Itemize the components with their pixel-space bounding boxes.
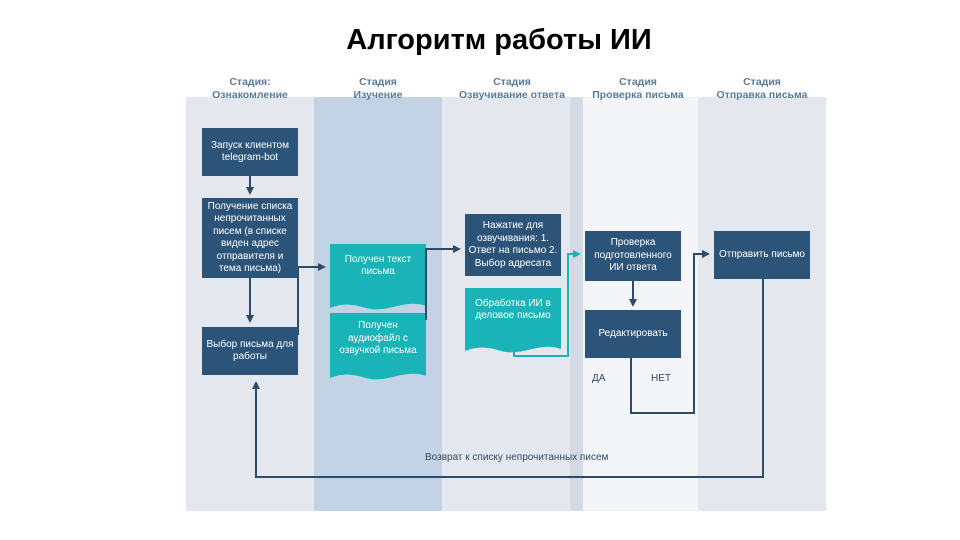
stage-header-send: Стадия Отправка письма [698,76,826,102]
doc-ai-processing: Обработка ИИ в деловое письмо [475,297,551,322]
arrow-choose-to-text [297,263,326,335]
stage-header-voicing: Стадия Озвучивание ответа [442,76,582,102]
arrow-return-to-list [252,279,764,478]
doc-shape-ai-processing [465,288,561,353]
doc-shape-text-received [330,244,426,310]
stage-header-line: Стадия [619,76,657,88]
doc-text-received: Получен текст письма [344,253,412,278]
stage-header-name: Изучение [353,89,403,101]
label-yes: ДА [592,373,606,384]
arrow-docs-to-voice [425,245,461,296]
node-choose-letter: Выбор письма для работы [202,327,298,375]
stage-header-name: Озвучивание ответа [459,89,565,101]
stage-header-line: Стадия: [229,76,271,88]
node-voice-press: Нажатие для озвучивания: 1. Ответ на пис… [465,214,561,276]
stage-header-check: Стадия Проверка письма [578,76,698,102]
stage-header-name: Ознакомление [212,89,288,101]
lane-separator [570,97,583,511]
arrow-no-to-send [630,250,710,414]
lane-check [583,97,698,511]
label-no: НЕТ [651,373,671,384]
node-edit: Редактировать [585,310,681,358]
stage-header-familiarization: Стадия: Ознакомление [186,76,314,102]
stage-header-line: Стадия [743,76,781,88]
stage-header-study: Стадия Изучение [314,76,442,102]
stage-header-line: Стадия [359,76,397,88]
doc-audio-received: Получен аудиофайл с озвучкой письма [339,320,417,357]
doc-shape-audio-received [330,313,426,380]
node-fetch-list: Получение списка непрочитанных писем (в … [202,198,298,278]
page-title: Алгоритм работы ИИ [346,24,652,56]
label-return: Возврат к списку непрочитанных писем [425,452,609,463]
arrow-ai-to-check [513,250,581,357]
stage-header-name: Проверка письма [592,89,684,101]
node-start: Запуск клиентом telegram-bot [202,128,298,176]
stage-header-name: Отправка письма [716,89,808,101]
node-send: Отправить письмо [714,231,810,279]
stage-header-line: Стадия [493,76,531,88]
node-check-answer: Проверка подготовленного ИИ ответа [585,231,681,281]
